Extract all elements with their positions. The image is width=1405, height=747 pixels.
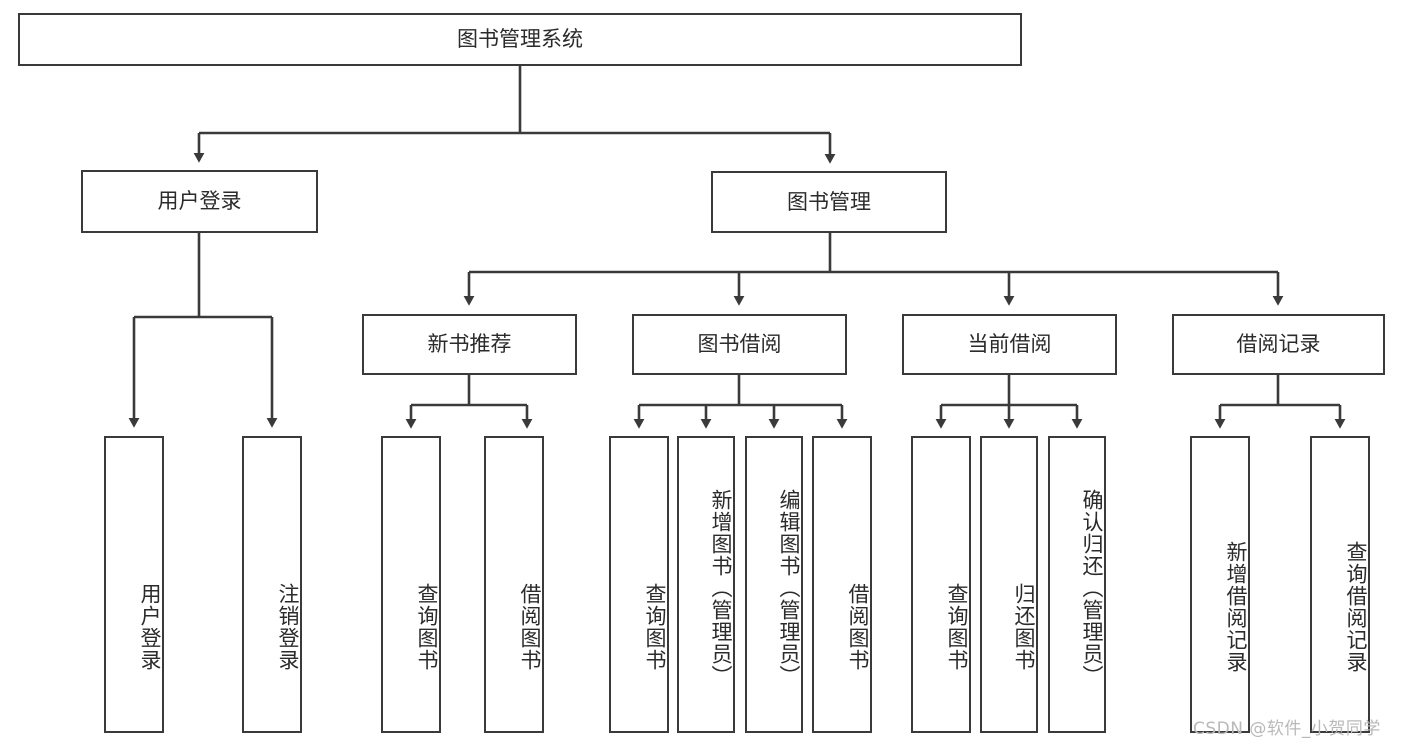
- node-leaf-edit-book-label: 编辑图书（管理员）: [777, 488, 801, 687]
- node-leaf-borrow-book-2-label: 借阅图书: [846, 582, 870, 671]
- node-leaf-return-book[interactable]: 归还图书: [980, 436, 1038, 733]
- node-leaf-borrow-book-1-label: 借阅图书: [518, 582, 542, 671]
- node-book-borrow-label: 图书借阅: [697, 332, 782, 357]
- node-leaf-add-book[interactable]: 新增图书（管理员）: [677, 436, 735, 733]
- node-leaf-confirm-return-label: 确认归还（管理员）: [1080, 488, 1104, 687]
- node-user-login[interactable]: 用户登录: [81, 170, 318, 233]
- node-root[interactable]: 图书管理系统: [18, 13, 1022, 66]
- node-leaf-query-book-3-label: 查询图书: [945, 582, 969, 671]
- node-current-borrow-label: 当前借阅: [967, 332, 1052, 357]
- node-leaf-logout-login[interactable]: 注销登录: [242, 436, 302, 733]
- node-leaf-user-login[interactable]: 用户登录: [104, 436, 164, 733]
- node-leaf-add-record[interactable]: 新增借阅记录: [1190, 436, 1250, 733]
- node-new-book-rec[interactable]: 新书推荐: [362, 314, 577, 375]
- node-user-login-label: 用户登录: [157, 189, 242, 214]
- node-leaf-logout-login-label: 注销登录: [276, 582, 300, 671]
- node-leaf-query-book-1-label: 查询图书: [415, 582, 439, 671]
- node-leaf-add-record-label: 新增借阅记录: [1224, 540, 1248, 673]
- node-borrow-record-label: 借阅记录: [1236, 332, 1321, 357]
- node-leaf-user-login-label: 用户登录: [138, 582, 162, 671]
- node-leaf-query-book-1[interactable]: 查询图书: [381, 436, 441, 733]
- node-leaf-add-book-label: 新增图书（管理员）: [709, 488, 733, 687]
- node-book-borrow[interactable]: 图书借阅: [632, 314, 847, 375]
- node-leaf-return-book-label: 归还图书: [1012, 582, 1036, 671]
- node-book-manage-label: 图书管理: [787, 189, 871, 214]
- node-new-book-rec-label: 新书推荐: [427, 332, 512, 357]
- node-book-manage[interactable]: 图书管理: [711, 171, 947, 233]
- node-leaf-query-book-2[interactable]: 查询图书: [609, 436, 669, 733]
- node-root-label: 图书管理系统: [457, 27, 583, 52]
- node-leaf-edit-book[interactable]: 编辑图书（管理员）: [745, 436, 803, 733]
- node-leaf-confirm-return[interactable]: 确认归还（管理员）: [1048, 436, 1106, 733]
- node-leaf-query-record-label: 查询借阅记录: [1344, 540, 1368, 673]
- node-current-borrow[interactable]: 当前借阅: [902, 314, 1117, 375]
- node-leaf-query-book-2-label: 查询图书: [643, 582, 667, 671]
- node-borrow-record[interactable]: 借阅记录: [1172, 314, 1385, 375]
- node-leaf-query-book-3[interactable]: 查询图书: [911, 436, 971, 733]
- node-leaf-borrow-book-2[interactable]: 借阅图书: [812, 436, 872, 733]
- node-leaf-borrow-book-1[interactable]: 借阅图书: [484, 436, 544, 733]
- node-leaf-query-record[interactable]: 查询借阅记录: [1310, 436, 1370, 733]
